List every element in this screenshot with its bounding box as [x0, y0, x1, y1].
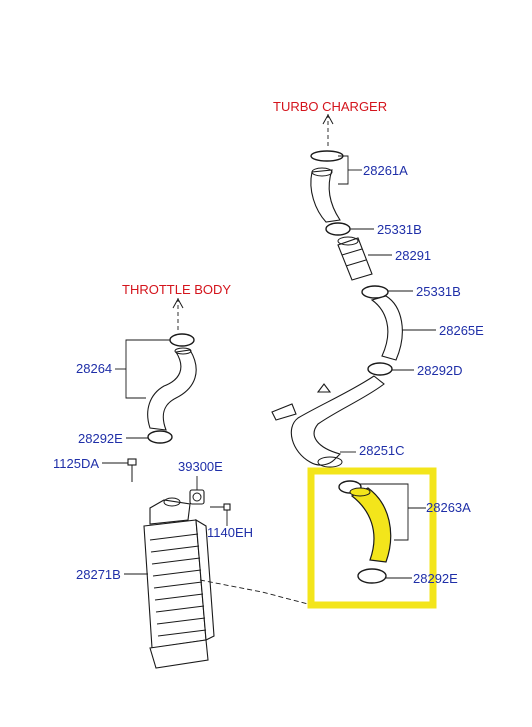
- clamp-28292D: [367, 362, 393, 376]
- highlight-box: [307, 467, 437, 609]
- label-28265E: 28265E: [439, 323, 484, 338]
- label-28291: 28291: [395, 248, 431, 263]
- label-25331B-lower: 25331B: [416, 284, 461, 299]
- bolt-1140EH: [210, 503, 231, 511]
- leader-28263A: [360, 483, 426, 541]
- clamp-25331B-upper: [325, 222, 351, 236]
- sensor-39300E: [189, 489, 205, 505]
- pipe-28291: [337, 236, 373, 281]
- label-28251C: 28251C: [359, 443, 405, 458]
- connection-dashed-line: [199, 579, 309, 605]
- label-28271B: 28271B: [76, 567, 121, 582]
- intercooler-fins: [149, 533, 207, 637]
- label-28292E-right: 28292E: [413, 571, 458, 586]
- label-28261A: 28261A: [363, 163, 408, 178]
- leader-28264: [115, 339, 170, 399]
- label-28264: 28264: [76, 361, 112, 376]
- label-1140EH: 1140EH: [207, 525, 253, 540]
- hose-28264: [147, 333, 197, 431]
- turbo-charger-label: TURBO CHARGER: [273, 99, 387, 114]
- turbo-charger-reference: TURBO CHARGER: [273, 99, 387, 146]
- intercooler-28271B: [143, 497, 215, 669]
- label-28292D: 28292D: [417, 363, 463, 378]
- label-25331B-upper: 25331B: [377, 222, 422, 237]
- hose-28261A: [310, 150, 344, 223]
- clamp-25331B-lower: [361, 285, 389, 299]
- label-39300E: 39300E: [178, 459, 223, 474]
- label-1125DA: 1125DA: [53, 456, 99, 471]
- throttle-body-reference: THROTTLE BODY: [122, 282, 231, 330]
- label-28263A: 28263A: [426, 500, 471, 515]
- hose-28265E: [370, 295, 403, 361]
- clamp-28292E-right: [357, 568, 387, 584]
- pipe-28251C: [271, 375, 385, 468]
- label-28292E-left: 28292E: [78, 431, 123, 446]
- leader-28261A: [338, 155, 362, 185]
- hose-28263A: [338, 480, 392, 563]
- bolt-1125DA: [127, 458, 137, 482]
- clamp-28292E-left: [147, 430, 173, 444]
- throttle-body-label: THROTTLE BODY: [122, 282, 231, 297]
